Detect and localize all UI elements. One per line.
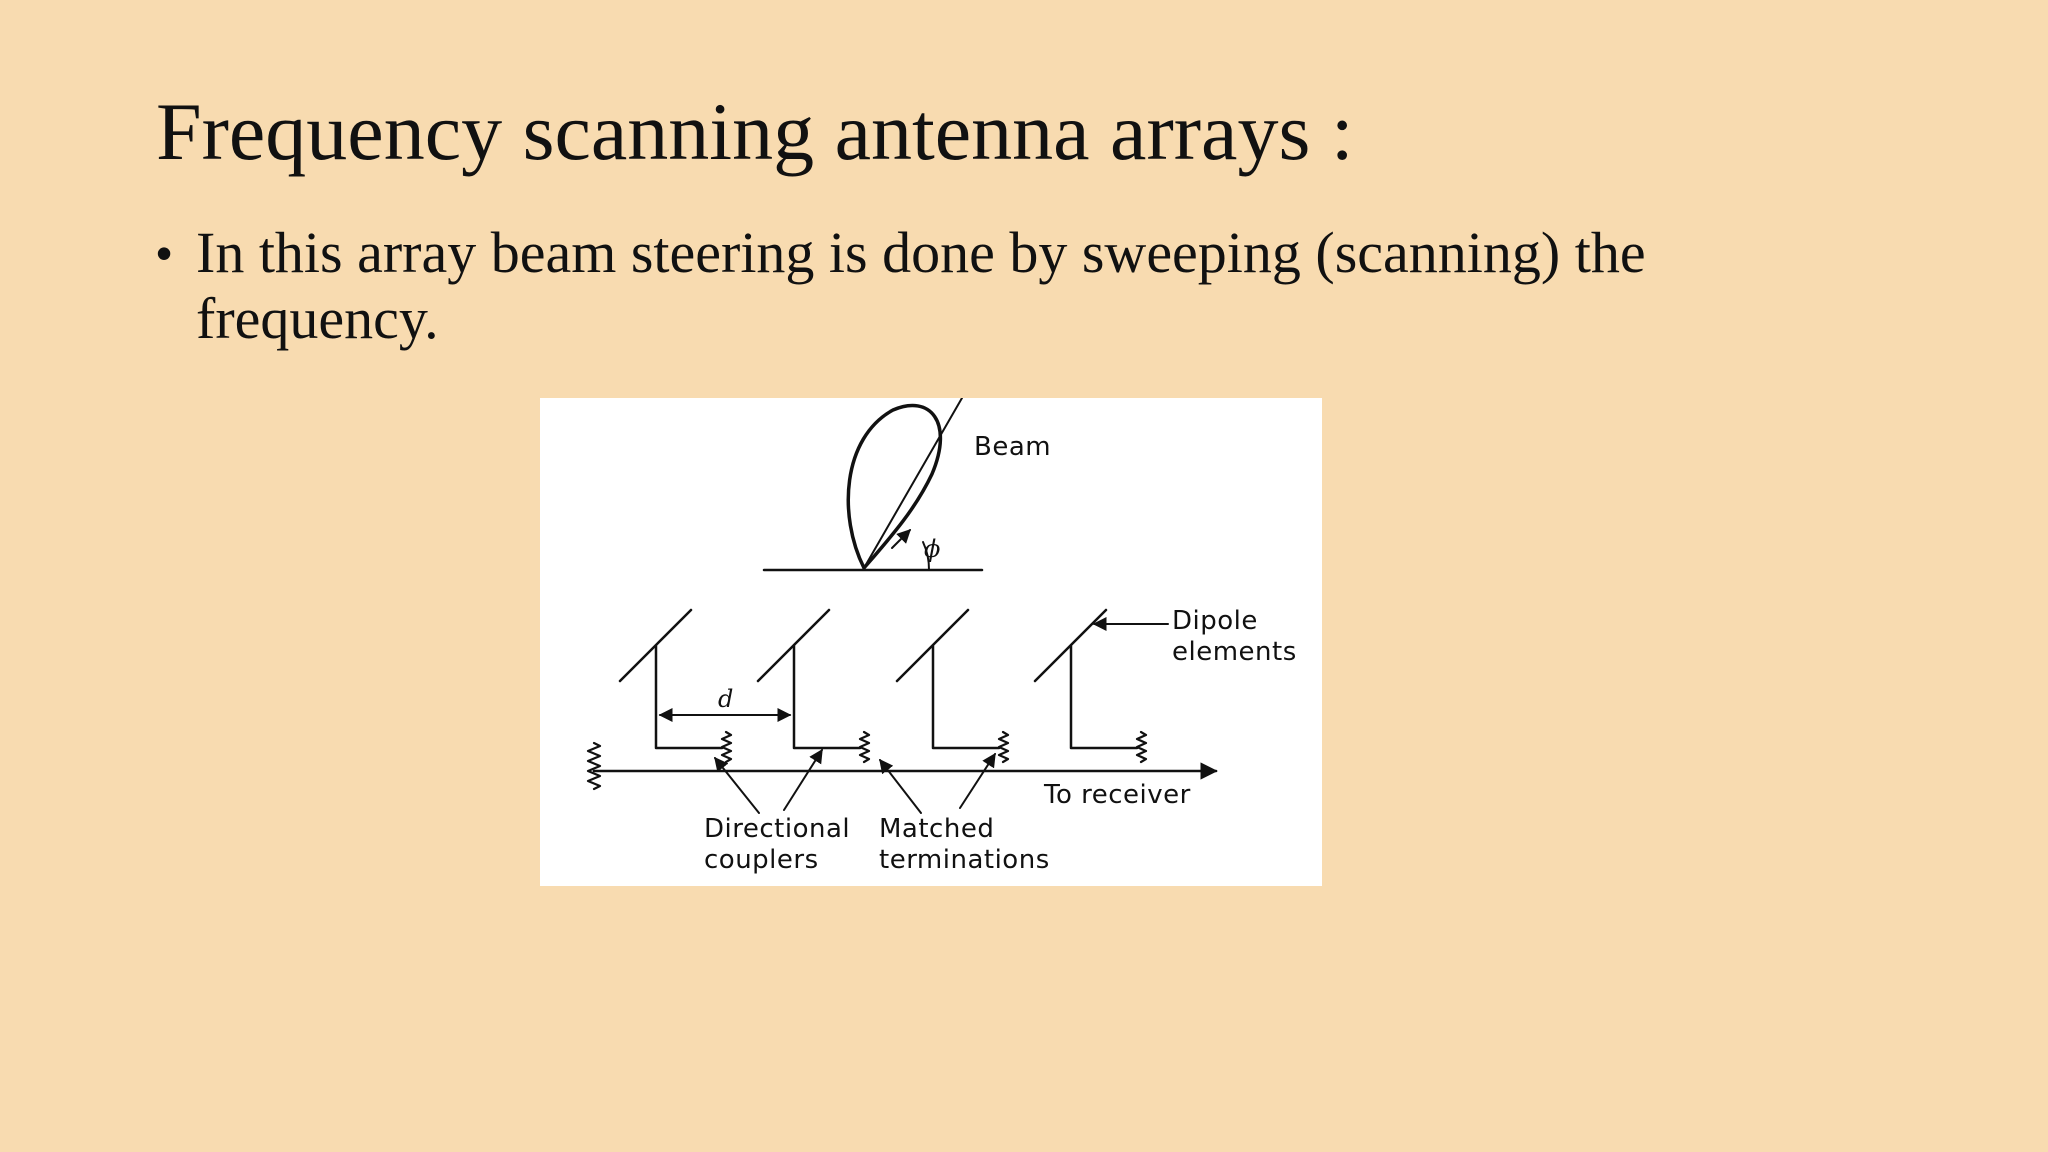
- angle-label: ϕ: [924, 535, 941, 563]
- bullet-list: • In this array beam steering is done by…: [156, 220, 1756, 352]
- bullet-text: In this array beam steering is done by s…: [196, 220, 1646, 351]
- angle-pointer: [891, 529, 911, 549]
- beam-label: Beam: [974, 432, 1052, 462]
- input-termination: [586, 741, 602, 791]
- bullet-dot: •: [156, 227, 173, 279]
- termination-pointer-2: [959, 752, 996, 809]
- couplers-label-line2: couplers: [704, 845, 819, 875]
- dipole-element-2: [756, 608, 862, 750]
- dipole-element-1: [618, 608, 724, 750]
- termination-pointer-1: [879, 758, 922, 814]
- antenna-array-diagram: Beam ϕ d Dipole elements To receiver Dir…: [540, 398, 1322, 886]
- angle-arc: [922, 541, 931, 571]
- directional-couplers-label: Directional couplers: [704, 814, 850, 876]
- terminations-label-line2: terminations: [879, 845, 1050, 875]
- couplers-label-line1: Directional: [704, 814, 851, 844]
- matched-terminations-label: Matched terminations: [879, 814, 1050, 876]
- coupler-pointer-2: [783, 748, 823, 811]
- beam-axis: [863, 398, 963, 569]
- terminations-label-line1: Matched: [879, 814, 995, 844]
- coupler-pointer-1: [714, 756, 760, 814]
- bullet-item: • In this array beam steering is done by…: [156, 220, 1756, 352]
- spacing-label: d: [718, 685, 734, 713]
- diagram-drawing: [586, 398, 1218, 814]
- receiver-label: To receiver: [1044, 780, 1191, 810]
- dipole-elements-label: Dipole elements: [1172, 606, 1297, 668]
- dipole-element-4: [1033, 608, 1139, 750]
- slide-title: Frequency scanning antenna arrays :: [156, 86, 1354, 177]
- dipole-element-3: [895, 608, 1001, 750]
- beam-lobe: [846, 403, 943, 570]
- dipole-label-line2: elements: [1172, 637, 1297, 667]
- dipole-label-line1: Dipole: [1172, 606, 1258, 636]
